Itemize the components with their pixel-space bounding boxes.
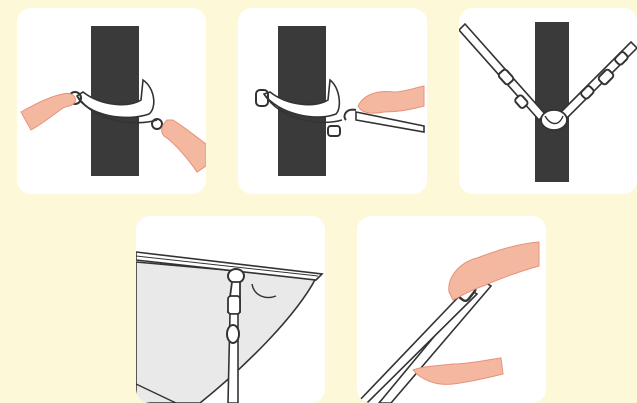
left-hand <box>21 93 75 130</box>
strap-lower <box>357 288 477 403</box>
corner-ring <box>228 269 244 283</box>
step-4-panel <box>136 216 325 403</box>
strap-knot <box>541 110 567 130</box>
step-2-panel <box>238 8 427 194</box>
step-5-panel <box>357 216 546 403</box>
tree-strap-tightened-illustration <box>459 8 637 194</box>
step-3-panel <box>459 8 637 194</box>
tree-trunk <box>535 22 569 182</box>
rope <box>356 112 424 132</box>
hook <box>344 110 356 120</box>
ring-right <box>328 126 340 136</box>
adjust-strap-buckle-illustration <box>357 216 546 403</box>
step-1-panel <box>17 8 206 194</box>
strap-upper <box>379 280 491 403</box>
clip-body <box>228 296 240 314</box>
right-hand <box>162 120 206 172</box>
canopy-fabric <box>136 262 316 403</box>
attach-hook-to-strap-illustration <box>238 8 427 194</box>
strap-ring <box>227 325 239 343</box>
hand <box>358 86 424 113</box>
canopy-corner-clip-illustration <box>136 216 325 403</box>
wrap-strap-around-tree-illustration <box>17 8 206 194</box>
upper-hand <box>449 242 539 300</box>
